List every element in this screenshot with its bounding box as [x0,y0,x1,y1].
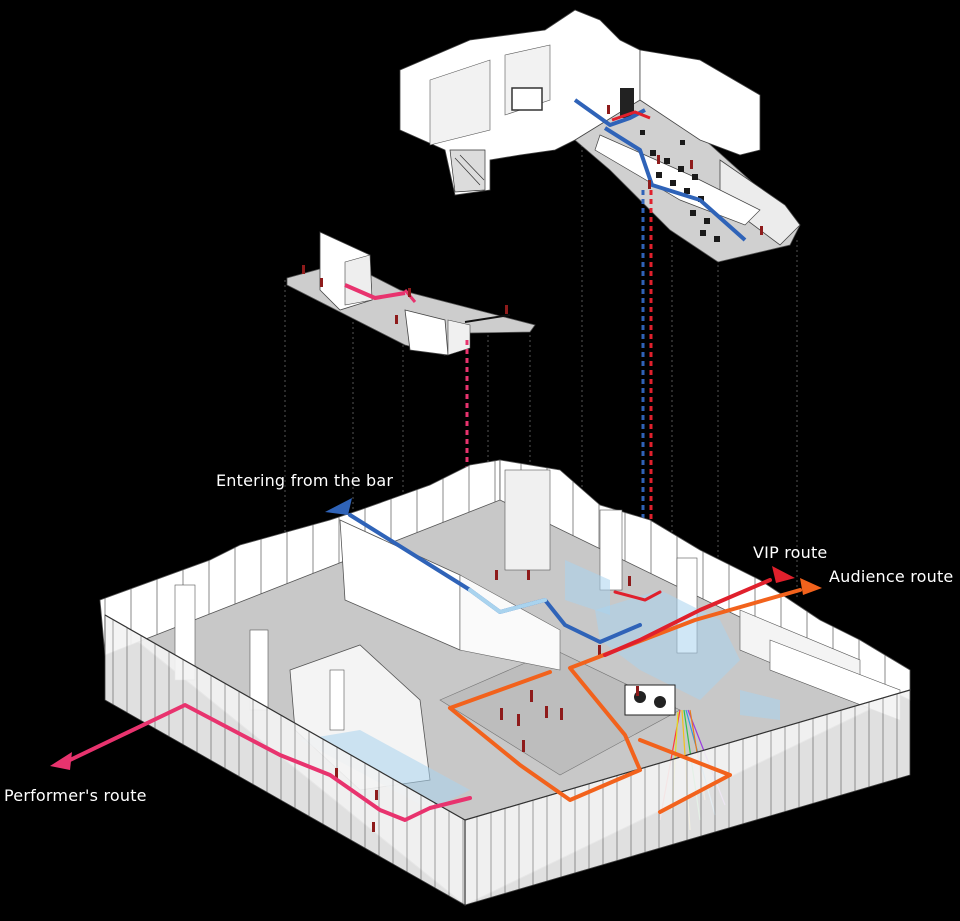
label-entering-from-bar: Entering from the bar [216,471,394,490]
ground-floor [99,459,912,906]
ground-routes [68,513,802,822]
performer-route-line [68,703,472,822]
audience-arrow-head [800,578,822,595]
audience-route-line [448,588,802,802]
mezzanine-floor [286,231,536,356]
performer-arrow-head [50,752,72,770]
vip-route-line [603,578,772,657]
label-performers-route: Performer's route [4,786,147,805]
upper-floor-bar [399,9,801,263]
label-audience-route: Audience route [829,567,954,586]
vip-arrow-head [772,566,795,583]
bar-arrow-head [325,498,352,515]
label-vip-route: VIP route [753,543,828,562]
arrow-heads [50,498,822,770]
